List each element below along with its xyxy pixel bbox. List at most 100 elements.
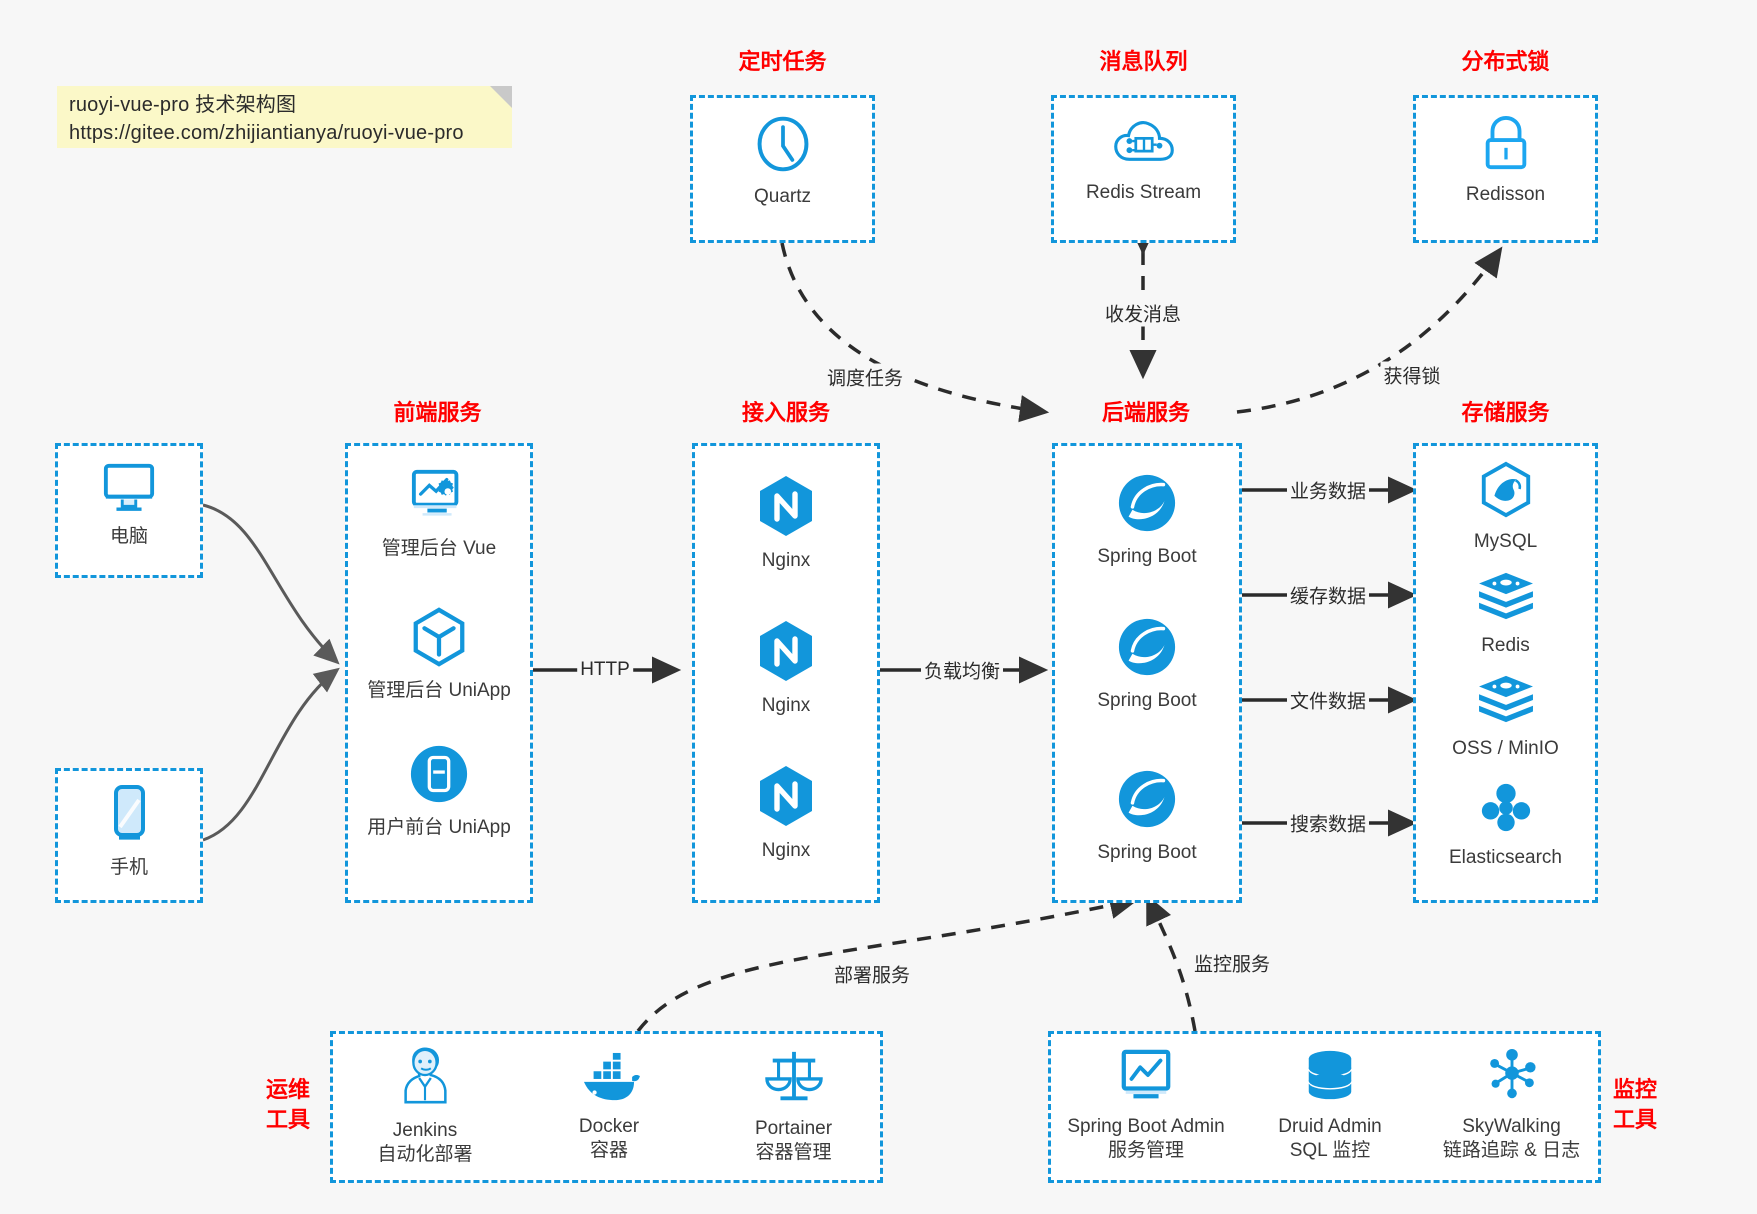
- node-druid-admin[interactable]: Druid Admin SQL 监控: [1241, 1048, 1419, 1163]
- nginx-icon: [756, 619, 816, 688]
- node-label: 电脑: [109, 526, 148, 547]
- spring-boot-icon: [1116, 472, 1178, 539]
- node-spring-boot-3[interactable]: Spring Boot: [1055, 768, 1239, 865]
- clock-icon: [753, 114, 813, 179]
- node-skywalking[interactable]: SkyWalking 链路追踪 & 日志: [1419, 1048, 1604, 1163]
- node-sublabel: 自动化部署: [377, 1144, 473, 1165]
- node-user-uniapp[interactable]: 用户前台 UniApp: [348, 743, 530, 840]
- node-admin-vue[interactable]: 管理后台 Vue: [348, 468, 530, 561]
- node-docker[interactable]: Docker 容器: [517, 1052, 701, 1163]
- node-label: MySQL: [1473, 531, 1538, 552]
- node-label: Spring Boot: [1097, 546, 1197, 567]
- note-url: https://gitee.com/zhijiantianya/ruoyi-vu…: [69, 122, 464, 144]
- group-title-monitor-line2: 工具: [1612, 1107, 1657, 1132]
- group-title-mq: 消息队列: [1099, 49, 1188, 74]
- node-sublabel: SQL 监控: [1289, 1140, 1371, 1161]
- node-quartz[interactable]: Quartz: [693, 114, 872, 209]
- group-scheduler[interactable]: Quartz: [690, 95, 875, 243]
- mysql-icon: [1477, 461, 1535, 524]
- edge-acquire-lock: [1236, 246, 1503, 414]
- note-title: ruoyi-vue-pro 技术架构图: [69, 94, 297, 116]
- group-lock[interactable]: Redisson: [1413, 95, 1598, 243]
- node-elasticsearch[interactable]: Elasticsearch: [1416, 779, 1595, 870]
- elasticsearch-icon: [1477, 779, 1535, 840]
- group-title-devops: 运维 工具: [258, 1075, 318, 1135]
- spring-boot-icon: [1116, 768, 1178, 835]
- node-desktop[interactable]: 电脑: [58, 460, 200, 549]
- node-sublabel: 容器管理: [755, 1142, 832, 1163]
- oss-icon: [1476, 674, 1536, 731]
- group-title-devops-line1: 运维: [265, 1077, 310, 1102]
- edge-label-file-data: 文件数据: [1286, 686, 1370, 714]
- node-nginx-3[interactable]: Nginx: [695, 764, 877, 863]
- padlock-icon: [1478, 114, 1534, 177]
- node-label: Redisson: [1465, 184, 1546, 205]
- node-portainer[interactable]: Portainer 容器管理: [701, 1048, 886, 1165]
- group-title-lock: 分布式锁: [1461, 49, 1550, 74]
- node-redisson[interactable]: Redisson: [1416, 114, 1595, 207]
- group-title-gateway: 接入服务: [741, 400, 830, 425]
- node-mobile[interactable]: 手机: [58, 783, 200, 880]
- node-label: Spring Boot: [1097, 842, 1197, 863]
- group-title-backend: 后端服务: [1101, 400, 1190, 425]
- diagram-note: ruoyi-vue-pro 技术架构图 https://gitee.com/zh…: [57, 86, 512, 148]
- group-title-frontend: 前端服务: [393, 400, 482, 425]
- group-title-monitor: 监控 工具: [1600, 1075, 1670, 1135]
- cloud-stream-icon: [1113, 114, 1175, 175]
- edge-schedule-task: [780, 242, 1050, 423]
- group-gateway[interactable]: Nginx Nginx Nginx: [692, 443, 880, 903]
- node-label: Redis: [1481, 635, 1530, 656]
- edge-label-mq-messages: 收发消息: [1101, 299, 1185, 327]
- group-title-devops-line2: 工具: [265, 1107, 310, 1132]
- note-fold-corner: [490, 86, 512, 108]
- node-sublabel: 链路追踪 & 日志: [1442, 1140, 1581, 1161]
- group-frontend[interactable]: 管理后台 Vue 管理后台 UniApp 用户前台 UniApp: [345, 443, 533, 903]
- nginx-icon: [756, 764, 816, 833]
- node-label: Nginx: [761, 695, 811, 716]
- node-redis[interactable]: Redis: [1416, 571, 1595, 658]
- redis-icon: [1476, 571, 1536, 628]
- skywalking-icon: [1483, 1048, 1541, 1109]
- node-label: Nginx: [761, 550, 811, 571]
- monitor-chart-icon: [1116, 1048, 1176, 1109]
- node-label: SkyWalking: [1462, 1116, 1561, 1137]
- group-devops[interactable]: Jenkins 自动化部署: [330, 1031, 883, 1183]
- node-oss-minio[interactable]: OSS / MinIO: [1416, 674, 1595, 761]
- node-spring-boot-2[interactable]: Spring Boot: [1055, 616, 1239, 713]
- jenkins-icon: [394, 1046, 456, 1113]
- edge-label-deploy-service: 部署服务: [830, 960, 914, 988]
- node-label: Docker: [578, 1116, 640, 1137]
- app-window-icon: [408, 743, 470, 810]
- node-redis-stream[interactable]: Redis Stream: [1054, 114, 1233, 205]
- group-storage[interactable]: MySQL Redis: [1413, 443, 1598, 903]
- node-label: OSS / MinIO: [1452, 738, 1559, 759]
- node-label: 管理后台 Vue: [381, 538, 497, 559]
- node-jenkins[interactable]: Jenkins 自动化部署: [333, 1046, 517, 1167]
- group-mq[interactable]: Redis Stream: [1051, 95, 1236, 243]
- node-nginx-2[interactable]: Nginx: [695, 619, 877, 718]
- group-client-mobile[interactable]: 手机: [55, 768, 203, 903]
- node-sublabel: 容器: [589, 1140, 628, 1161]
- mobile-icon: [106, 783, 152, 850]
- node-label: 用户前台 UniApp: [367, 817, 511, 838]
- node-spring-boot-admin[interactable]: Spring Boot Admin 服务管理: [1051, 1048, 1241, 1163]
- database-icon: [1302, 1048, 1358, 1109]
- node-spring-boot-1[interactable]: Spring Boot: [1055, 472, 1239, 569]
- edge-desktop-to-frontend: [202, 503, 340, 665]
- cube-icon: [408, 606, 470, 673]
- node-mysql[interactable]: MySQL: [1416, 461, 1595, 554]
- group-title-storage: 存储服务: [1461, 400, 1550, 425]
- node-admin-uniapp[interactable]: 管理后台 UniApp: [348, 606, 530, 703]
- node-label: Portainer: [754, 1118, 833, 1139]
- group-monitor[interactable]: Spring Boot Admin 服务管理 Druid Admin SQL 监…: [1048, 1031, 1601, 1183]
- node-label: Nginx: [761, 840, 811, 861]
- node-sublabel: 服务管理: [1107, 1140, 1184, 1161]
- node-label: 管理后台 UniApp: [367, 680, 511, 701]
- node-nginx-1[interactable]: Nginx: [695, 474, 877, 573]
- group-backend[interactable]: Spring Boot Spring Boot Spring Boot: [1052, 443, 1242, 903]
- group-client-desktop[interactable]: 电脑: [55, 443, 203, 578]
- node-label: Redis Stream: [1085, 182, 1202, 203]
- edge-label-schedule-task: 调度任务: [823, 363, 907, 391]
- group-title-monitor-line1: 监控: [1612, 1077, 1657, 1102]
